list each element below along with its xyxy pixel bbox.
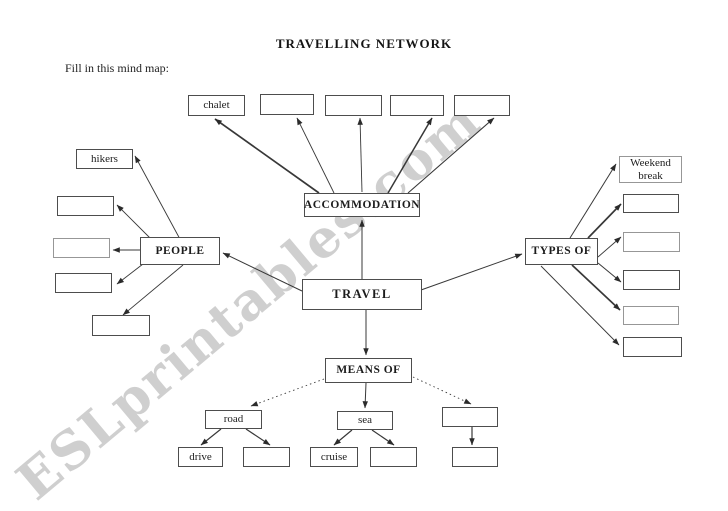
blank-node-accommodation-blank-3 (390, 95, 444, 116)
blank-node-accommodation-blank-1 (260, 94, 314, 115)
blank-node-accommodation-blank-2 (325, 95, 382, 116)
edge-means-of-to-means-blank-1 (412, 376, 472, 405)
node-cruise: cruise (310, 447, 358, 467)
edge-types-of-to-types-blank-4 (571, 264, 621, 311)
edge-people-to-people-blank-1 (116, 204, 153, 241)
node-hikers: hikers (76, 149, 133, 169)
edge-types-of-to-types-blank-3 (597, 262, 622, 283)
edge-means-of-to-sea (362, 382, 368, 409)
blank-node-types-blank-2 (623, 232, 680, 252)
node-travel: TRAVEL (302, 279, 422, 310)
blank-node-types-blank-3 (623, 270, 680, 290)
edge-types-of-to-types-blank-2 (597, 236, 622, 258)
edge-travel-to-types-of (420, 253, 523, 291)
node-sea: sea (337, 411, 393, 430)
blank-node-accommodation-blank-4 (454, 95, 510, 116)
instruction-text: Fill in this mind map: (65, 61, 170, 75)
edge-road-to-road-blank-1 (245, 428, 271, 446)
edge-road-to-drive (200, 428, 222, 446)
node-people: PEOPLE (140, 237, 220, 265)
blank-node-people-blank-2 (53, 238, 110, 258)
edge-accommodation-to-accommodation-blank-2 (357, 117, 363, 193)
edge-sea-to-sea-blank-1 (371, 429, 395, 446)
blank-node-people-blank-3 (55, 273, 112, 293)
edge-accommodation-to-accommodation-blank-4 (407, 117, 495, 194)
blank-node-means-blank-1 (442, 407, 498, 427)
edge-travel-to-people (222, 252, 303, 292)
edge-accommodation-to-chalet (214, 118, 320, 194)
node-means-of: MEANS OF (325, 358, 412, 383)
edge-people-to-people-blank-4 (122, 264, 184, 316)
blank-node-types-blank-1 (623, 194, 679, 213)
page-title: TRAVELLING NETWORK (275, 36, 453, 51)
edge-sea-to-cruise (333, 429, 353, 446)
node-types-of: TYPES OF (525, 238, 598, 265)
edge-types-of-to-weekend-break (569, 163, 617, 239)
node-chalet: chalet (188, 95, 245, 116)
blank-node-people-blank-1 (57, 196, 114, 216)
edge-types-of-to-types-blank-5 (540, 265, 620, 346)
edge-means-of-to-road (250, 378, 325, 407)
edge-accommodation-to-accommodation-blank-1 (296, 117, 335, 194)
node-road: road (205, 410, 262, 429)
blank-node-types-blank-4 (623, 306, 679, 325)
blank-node-means-blank-2 (452, 447, 498, 467)
node-accommodation: ACCOMMODATION (304, 193, 420, 217)
edge-types-of-to-types-blank-1 (587, 203, 622, 239)
blank-node-people-blank-4 (92, 315, 150, 336)
edge-accommodation-to-accommodation-blank-3 (387, 117, 433, 194)
node-weekend-break: Weekend break (619, 156, 682, 183)
edge-people-to-hikers (134, 155, 182, 242)
node-drive: drive (178, 447, 223, 467)
edge-people-to-people-blank-3 (116, 263, 144, 285)
blank-node-types-blank-5 (623, 337, 682, 357)
blank-node-sea-blank-1 (370, 447, 417, 467)
blank-node-road-blank-1 (243, 447, 290, 467)
